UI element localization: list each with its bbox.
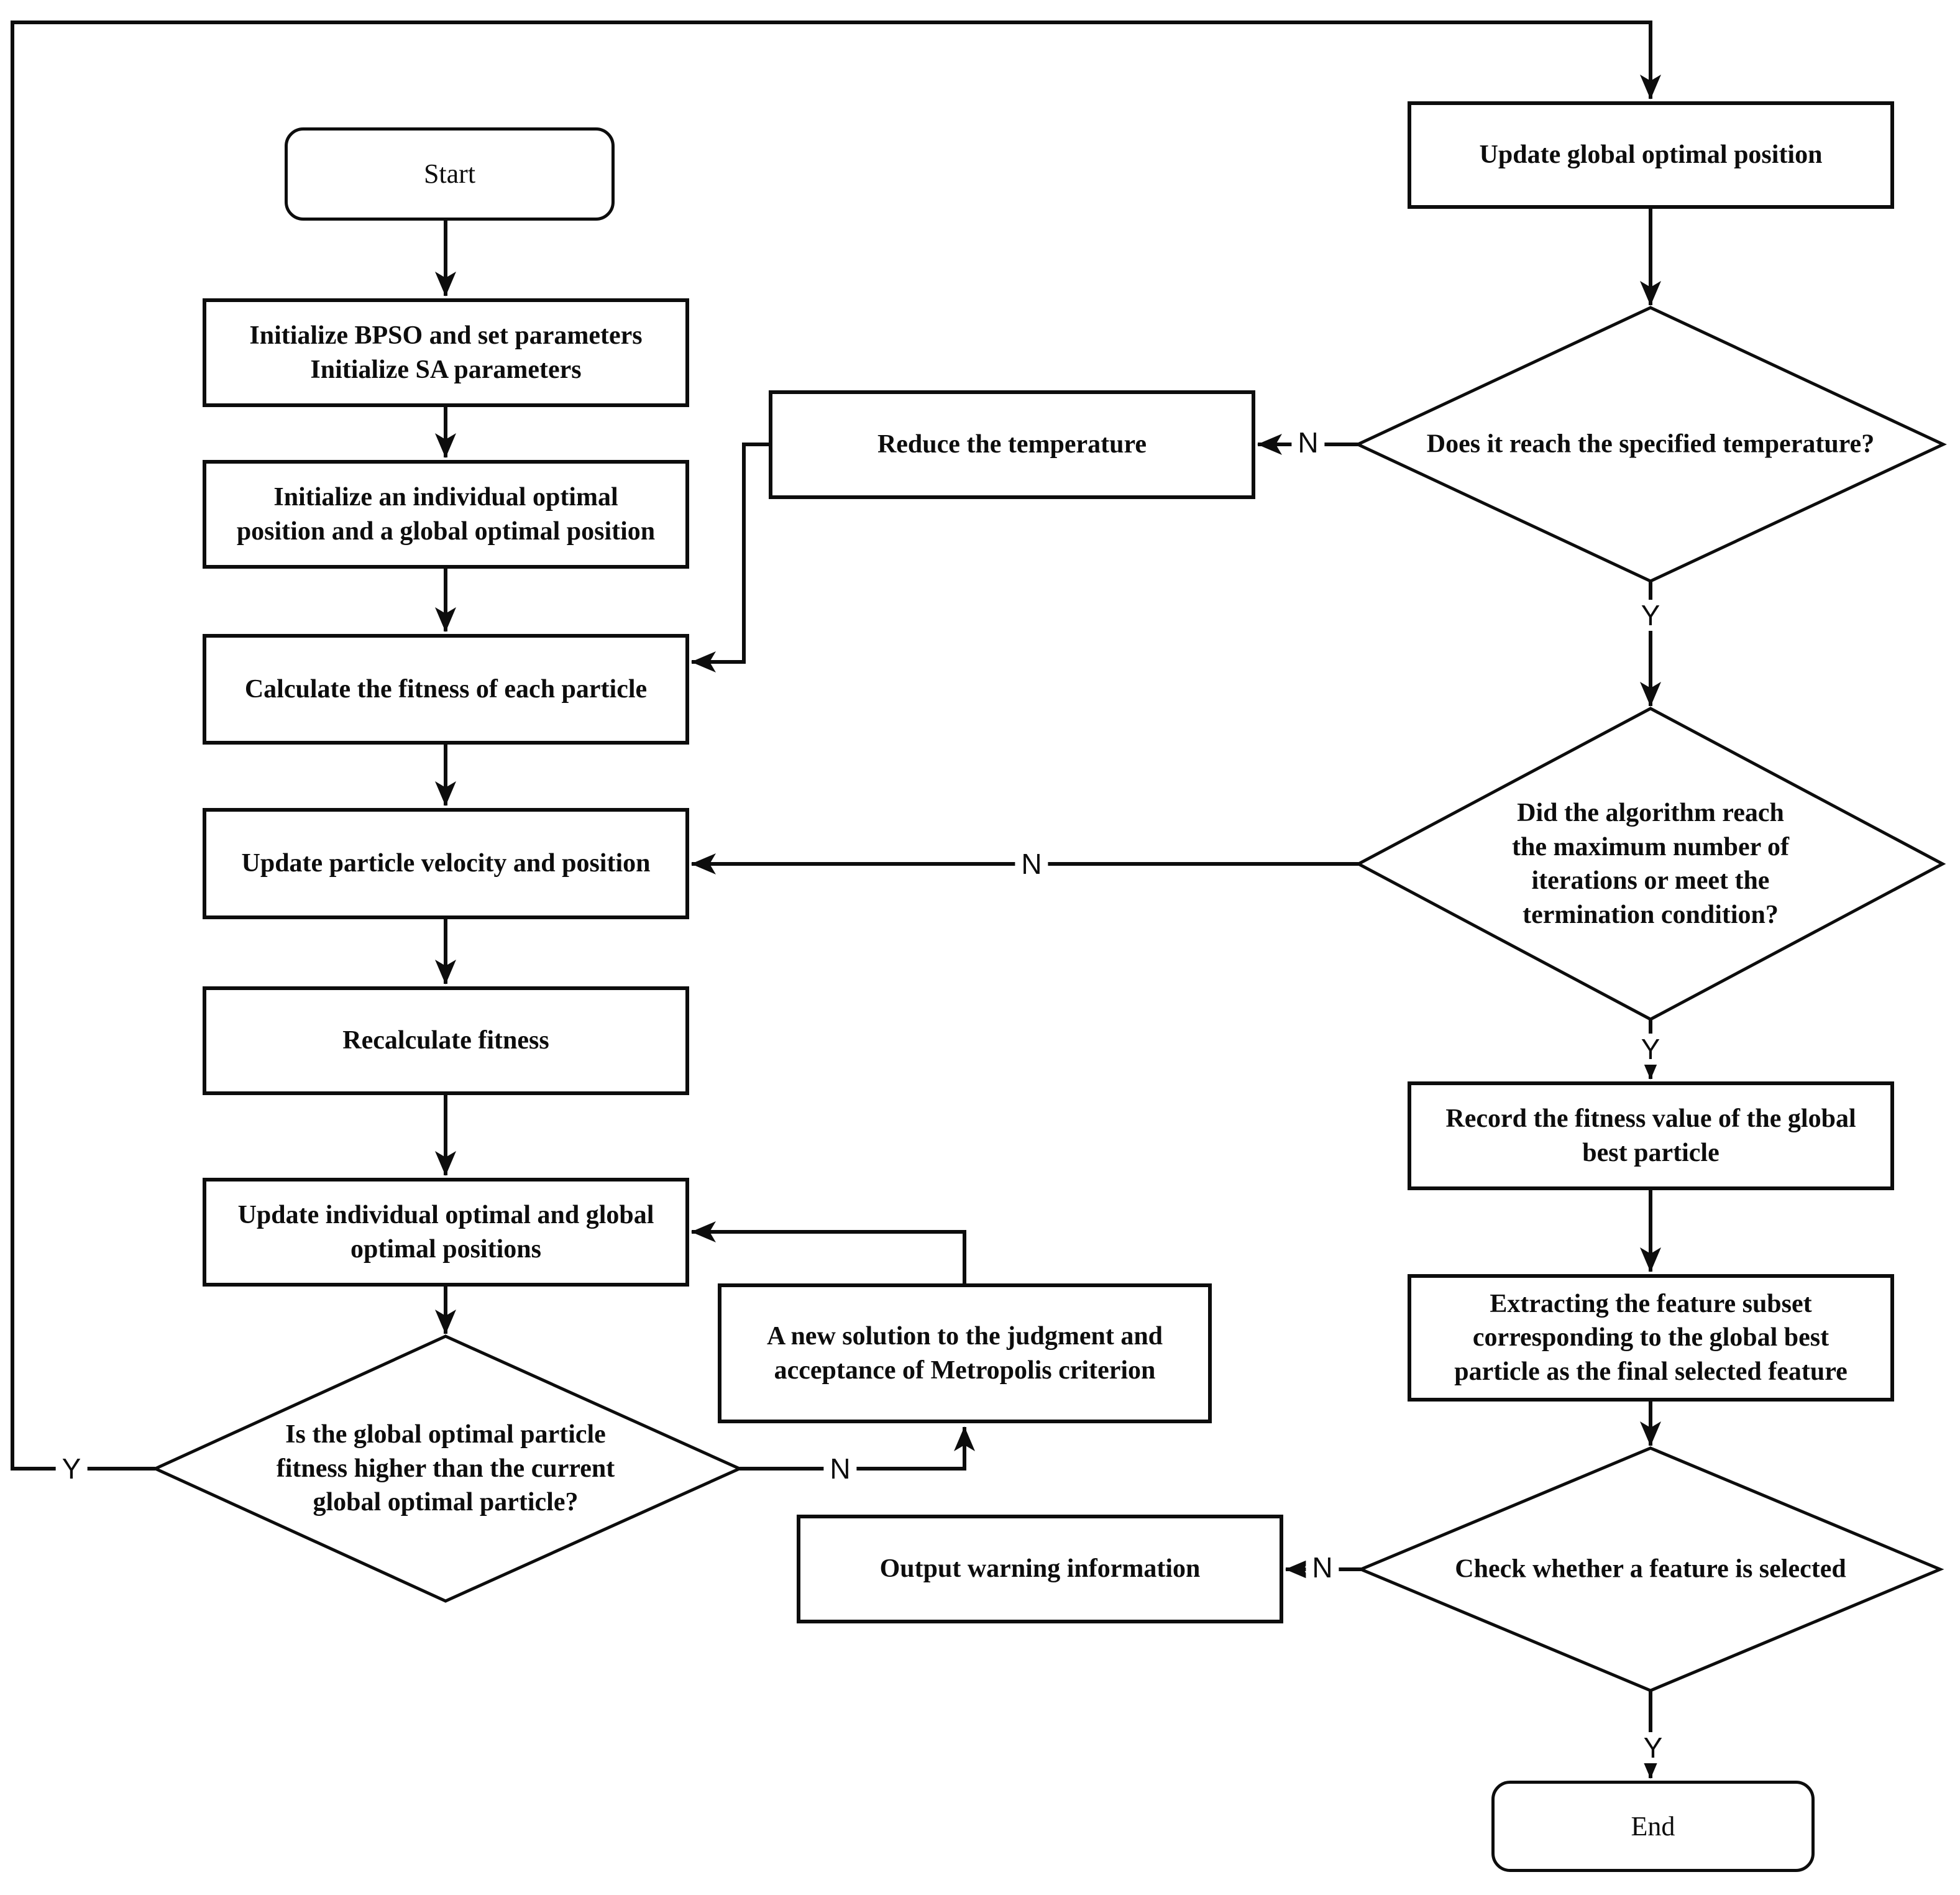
node-reduce-temp: Reduce the temperature <box>769 390 1255 499</box>
node-check-feature-label: Check whether a feature is selected <box>1455 1554 1846 1584</box>
edge-label-yes-fitness-loop: Y <box>55 1453 88 1484</box>
node-reach-temp-label: Does it reach the specified temperature? <box>1426 429 1875 459</box>
edge-label-yes-reach-temp: Y <box>1634 600 1667 631</box>
node-init-bpso: Initialize BPSO and set parameters Initi… <box>203 298 689 407</box>
node-record-fitness-label: Record the fitness value of the global b… <box>1445 1104 1856 1167</box>
node-reduce-temp-label: Reduce the temperature <box>877 430 1147 459</box>
node-update-velocity-label: Update particle velocity and position <box>241 849 651 878</box>
node-extract-subset-label: Extracting the feature subset correspond… <box>1454 1289 1848 1386</box>
edge-fitness-higher-no <box>740 1426 975 1471</box>
node-output-warning-label: Output warning information <box>879 1554 1201 1584</box>
node-output-warning: Output warning information <box>797 1515 1283 1623</box>
edge-label-yes-max-iterations: Y <box>1634 1034 1667 1065</box>
node-update-global-label: Update global optimal position <box>1479 140 1823 170</box>
node-calc-fitness-label: Calculate the fitness of each particle <box>244 674 648 704</box>
node-fitness-higher-shape <box>151 1334 744 1603</box>
edge-label-no-reach-temp: N <box>1291 427 1325 458</box>
node-end: End <box>1491 1781 1815 1872</box>
edge-label-no-fitness-higher: N <box>823 1453 857 1484</box>
node-fitness-higher-label: Is the global optimal particle fitness h… <box>276 1420 615 1517</box>
edge-metropolis-to-update-optima <box>691 1221 966 1283</box>
node-init-positions-label: Initialize an individual optimal positio… <box>236 482 656 546</box>
edge-reduce-temp-to-calc-fitness <box>691 443 769 672</box>
node-end-label: End <box>1631 1810 1675 1842</box>
node-update-velocity: Update particle velocity and position <box>203 808 689 919</box>
node-metropolis: A new solution to the judgment and accep… <box>718 1283 1212 1423</box>
node-update-optima: Update individual optimal and global opt… <box>203 1178 689 1287</box>
node-init-positions: Initialize an individual optimal positio… <box>203 460 689 569</box>
node-metropolis-label: A new solution to the judgment and accep… <box>766 1321 1163 1385</box>
node-update-optima-label: Update individual optimal and global opt… <box>237 1200 654 1264</box>
node-init-bpso-label: Initialize BPSO and set parameters Initi… <box>249 321 643 384</box>
node-update-global: Update global optimal position <box>1408 101 1894 209</box>
edge-label-no-max-iterations: N <box>1015 848 1048 879</box>
node-start-label: Start <box>423 158 476 190</box>
node-calc-fitness: Calculate the fitness of each particle <box>203 634 689 745</box>
edge-label-no-check-feature: N <box>1306 1552 1339 1583</box>
node-extract-subset: Extracting the feature subset correspond… <box>1408 1274 1894 1402</box>
node-max-iterations-label: Did the algorithm reach the maximum numb… <box>1511 798 1790 929</box>
node-record-fitness: Record the fitness value of the global b… <box>1408 1081 1894 1190</box>
node-recalc-fitness-label: Recalculate fitness <box>342 1026 549 1055</box>
node-recalc-fitness: Recalculate fitness <box>203 986 689 1095</box>
node-start: Start <box>285 127 615 221</box>
edge-label-yes-check-feature: Y <box>1637 1732 1669 1763</box>
